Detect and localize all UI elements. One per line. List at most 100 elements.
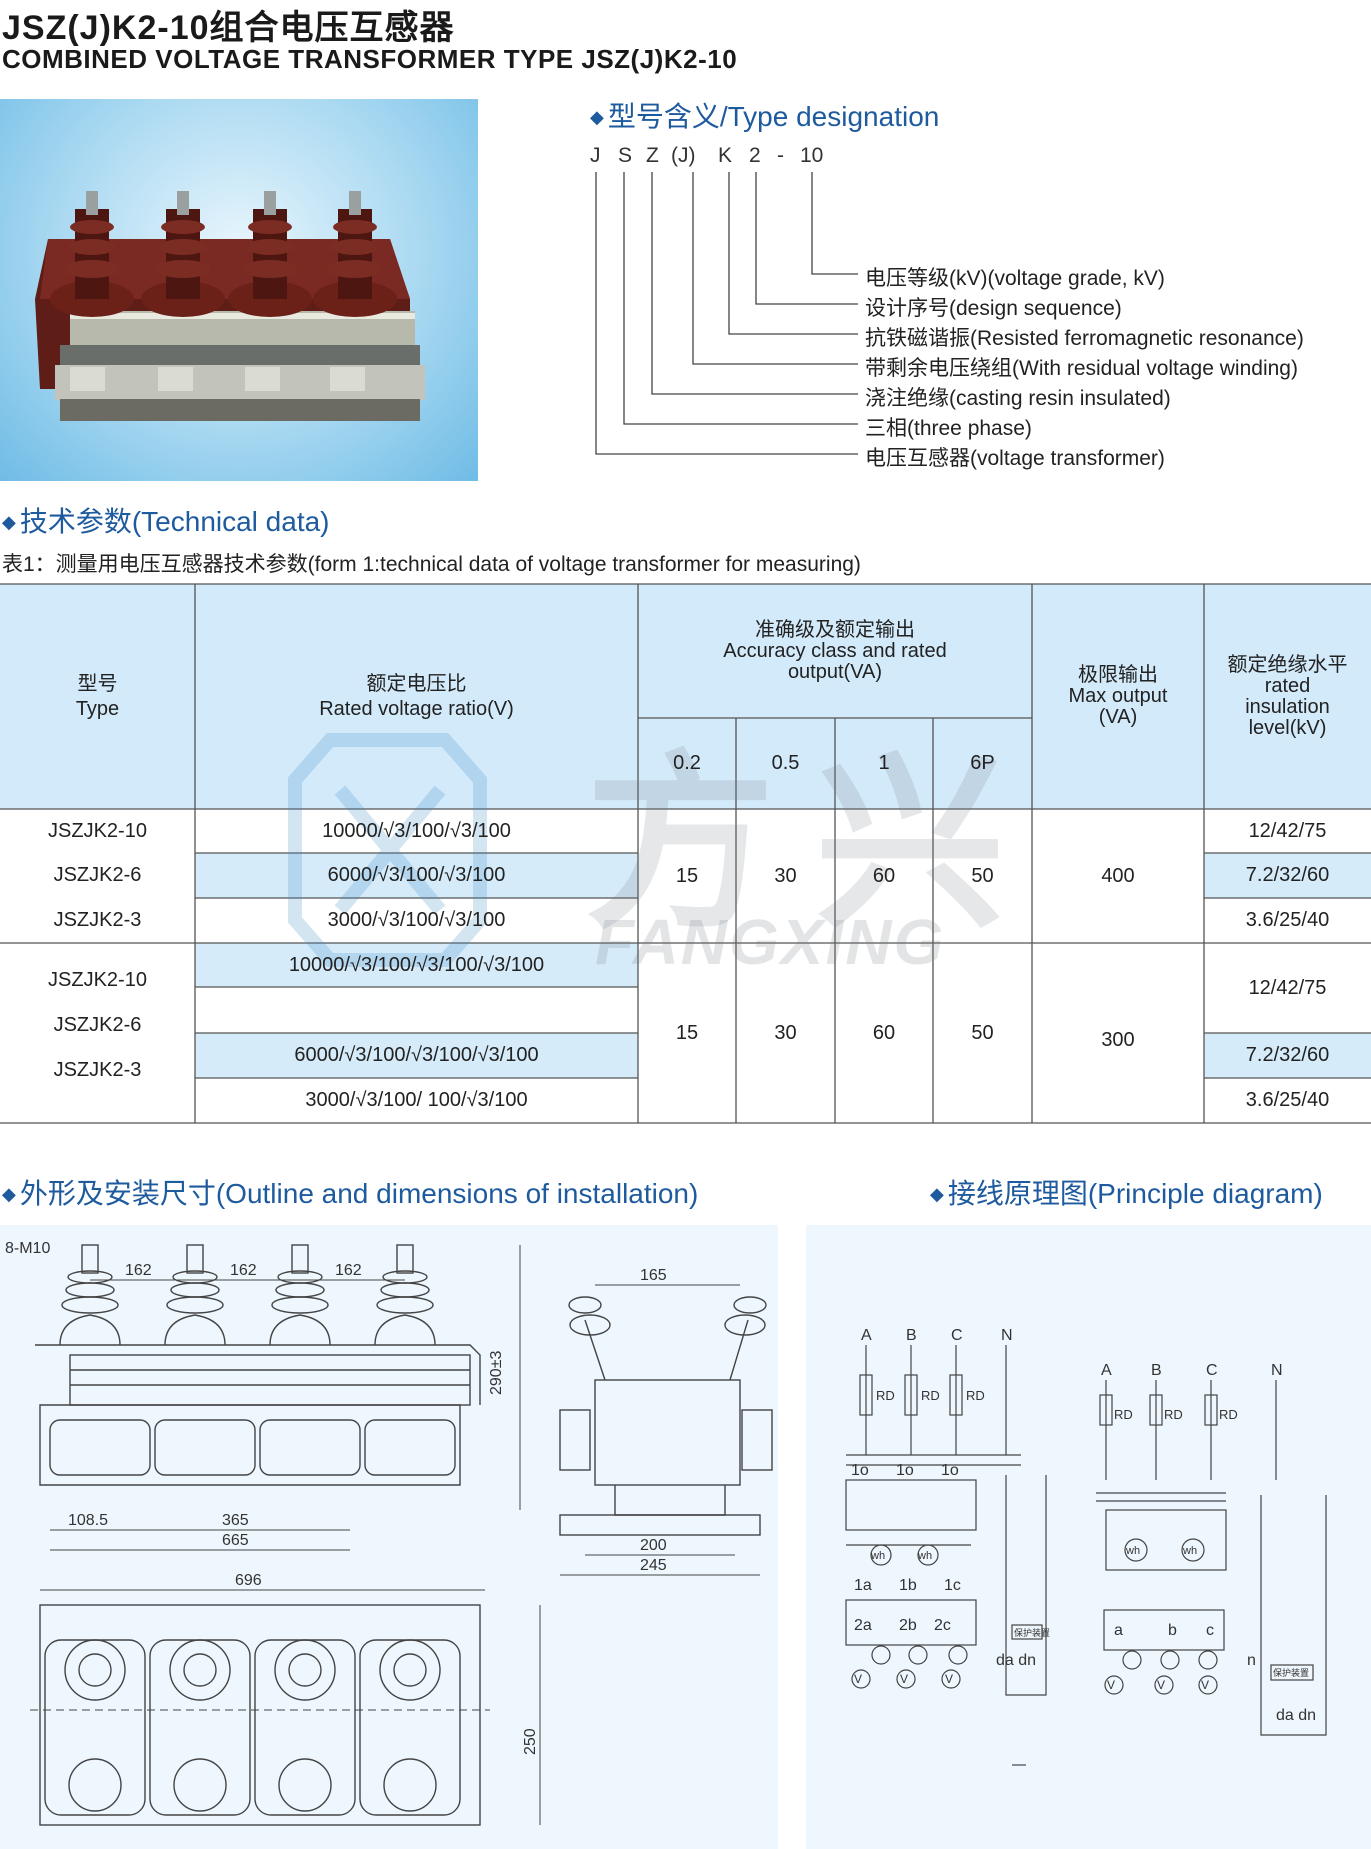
g2-insulation-2: 7.2/32/60 [1245, 1044, 1330, 1066]
technical-heading: ◆技术参数(Technical data) [2, 506, 330, 537]
meter-wh-4: wh [1182, 1545, 1197, 1557]
meter-v-2: V [900, 1672, 908, 1686]
principle-panel: A B C N RD RD RD 1o 1o 1o 1a 1b 1c 2a 2b… [806, 1225, 1371, 1849]
product-photo [0, 99, 478, 481]
designation-design-sequence: 设计序号(design sequence) [865, 297, 1122, 320]
designation-voltage-grade: 电压等级(kV)(voltage grade, kV) [865, 267, 1165, 290]
tertiary-label-2a: 2a [854, 1617, 872, 1634]
phase-n-label-right: N [1271, 1362, 1283, 1379]
g2-type-2: JSZJK2-6 [53, 1014, 142, 1036]
outline-heading: ◆外形及安装尺寸(Outline and dimensions of insta… [2, 1178, 699, 1209]
g1-type-2: JSZJK2-6 [53, 864, 142, 886]
designation-voltage-transformer: 电压互感器(voltage transformer) [865, 447, 1165, 470]
g2-insulation-1: 12/42/75 [1248, 976, 1327, 999]
col-accuracy-header: 准确级及额定输出 Accuracy class and rated output… [723, 618, 947, 683]
secondary-label-1b: 1b [899, 1577, 917, 1594]
g2-ratio-3: 3000/√3/100/ 100/√3/100 [305, 1089, 528, 1111]
accuracy-class-6p: 6P [970, 752, 995, 774]
g1-ratio-1: 10000/√3/100/√3/100 [322, 819, 511, 842]
meter-v-4: V [1107, 1678, 1115, 1692]
g1-output-0-5: 30 [774, 864, 797, 887]
g1-insulation-3: 3.6/25/40 [1245, 909, 1330, 931]
outline-label-pitch-2: 162 [230, 1262, 257, 1279]
outline-panel: 8-M10 162 162 162 165 200 245 108.5 365 … [0, 1225, 778, 1849]
outline-label-height: 290±3 [488, 1350, 505, 1395]
dadn-label-left: da dn [996, 1652, 1036, 1669]
dadn-label-right: da dn [1276, 1707, 1316, 1724]
code-char-j-paren: (J) [671, 144, 696, 167]
meter-v-6: V [1201, 1678, 1209, 1692]
lower-label-c: c [1206, 1622, 1214, 1639]
meter-v-5: V [1157, 1678, 1165, 1692]
watermark-brand-cn-text: 方兴 [585, 739, 1046, 951]
fuse-label-4: RD [1114, 1407, 1133, 1422]
g2-output-1: 60 [872, 1021, 896, 1044]
table-caption: 表1：测量用电压互感器技术参数(form 1:technical data of… [2, 553, 861, 576]
secondary-label-1c: 1c [944, 1577, 961, 1594]
phase-a-label-right: A [1101, 1362, 1112, 1379]
outline-label-365: 365 [222, 1512, 249, 1529]
code-char-j: J [590, 144, 601, 167]
page-title-cn: JSZ(J)K2-10组合电压互感器 [2, 9, 455, 47]
secondary-label-1a: 1a [854, 1577, 872, 1594]
diamond-bullet-icon: ◆ [2, 512, 16, 532]
g2-output-0-2: 15 [675, 1021, 699, 1044]
g2-max-output: 300 [1101, 1028, 1135, 1051]
g1-output-0-2: 15 [675, 864, 699, 887]
outline-label-bolt: 8-M10 [5, 1240, 50, 1257]
col-ratio-header: 额定电压比 Rated voltage ratio(V) [319, 672, 514, 720]
outline-label-665: 665 [222, 1532, 249, 1549]
fuse-label-1: RD [876, 1388, 895, 1403]
lower-label-b: b [1168, 1622, 1177, 1639]
meter-wh-1: wh [870, 1550, 885, 1562]
page-title-en: COMBINED VOLTAGE TRANSFORMER TYPE JSZ(J)… [2, 44, 738, 74]
outline-label-side-width: 165 [640, 1267, 667, 1284]
g1-ratio-3: 3000/√3/100/√3/100 [327, 909, 506, 931]
fuse-label-6: RD [1219, 1407, 1238, 1422]
tertiary-label-2c: 2c [934, 1617, 951, 1634]
g1-insulation-1: 12/42/75 [1248, 819, 1327, 842]
code-char-z: Z [646, 144, 659, 167]
designation-resin: 浇注绝缘(casting resin insulated) [865, 387, 1171, 410]
g1-type-3: JSZJK2-3 [53, 909, 142, 931]
meter-v-1: V [854, 1672, 862, 1686]
phase-n-label: N [1001, 1327, 1013, 1344]
fuse-label-5: RD [1164, 1407, 1183, 1422]
g2-ratio-2: 6000/√3/100/√3/100/√3/100 [294, 1044, 539, 1066]
designation-three-phase: 三相(three phase) [865, 417, 1032, 440]
designation-heading: ◆型号含义/Type designation [590, 101, 940, 132]
tertiary-label-2b: 2b [899, 1617, 917, 1634]
fuse-label-3: RD [966, 1388, 985, 1403]
phase-c-label: C [951, 1327, 963, 1344]
principle-heading: ◆接线原理图(Principle diagram) [930, 1178, 1323, 1209]
diamond-bullet-icon: ◆ [2, 1184, 16, 1204]
diamond-bullet-icon: ◆ [930, 1184, 944, 1204]
code-char-10: 10 [800, 144, 824, 167]
g2-ratio-1: 10000/√3/100/√3/100/√3/100 [288, 953, 545, 976]
g1-type-1: JSZJK2-10 [48, 820, 147, 842]
code-char-k: K [718, 144, 733, 167]
accuracy-class-0-2: 0.2 [673, 752, 701, 774]
relay-label-right: 保护装置 [1273, 1667, 1309, 1678]
principle-drawing: A B C N RD RD RD 1o 1o 1o 1a 1b 1c 2a 2b… [845, 1327, 1327, 1766]
phase-b-label: B [906, 1327, 917, 1344]
primary-label-1: 1o [851, 1462, 869, 1479]
g2-output-0-5: 30 [774, 1021, 797, 1044]
meter-wh-3: wh [1125, 1545, 1140, 1557]
relay-label-left: 保护装置 [1014, 1627, 1050, 1638]
phase-c-label-right: C [1206, 1362, 1218, 1379]
outline-label-250: 250 [522, 1728, 539, 1755]
outline-label-base-245: 245 [640, 1557, 667, 1574]
accuracy-class-1: 1 [878, 752, 890, 774]
col-insulation-header: 额定绝缘水平 rated insulation level(kV) [1227, 653, 1348, 739]
outline-label-base-200: 200 [640, 1537, 667, 1554]
designation-residual-winding: 带剩余电压绕组(With residual voltage winding) [865, 357, 1298, 380]
g2-type-1: JSZJK2-10 [48, 969, 147, 991]
designation-ferromagnetic: 抗铁磁谐振(Resisted ferromagnetic resonance) [865, 327, 1304, 350]
meter-wh-2: wh [917, 1550, 932, 1562]
g1-ratio-2: 6000/√3/100/√3/100 [327, 864, 506, 886]
g2-output-6p: 50 [971, 1021, 994, 1044]
primary-label-2: 1o [896, 1462, 914, 1479]
phase-b-label-right: B [1151, 1362, 1162, 1379]
col-max-output-header: 极限输出 Max output (VA) [1068, 664, 1168, 728]
